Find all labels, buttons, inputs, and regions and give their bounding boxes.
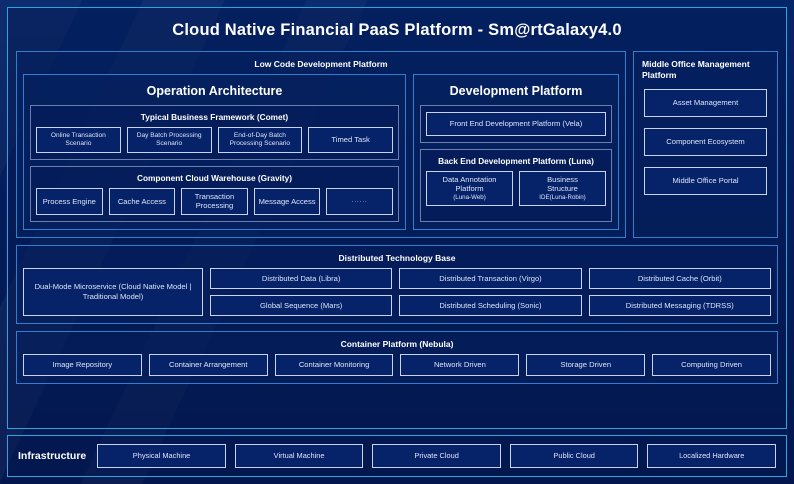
page-title: Cloud Native Financial PaaS Platform - S… bbox=[172, 21, 622, 39]
chip-computing-driven[interactable]: Computing Driven bbox=[652, 353, 771, 376]
operation-architecture: Operation Architecture Typical Business … bbox=[23, 74, 406, 230]
chip-middle-office-portal[interactable]: Middle Office Portal bbox=[644, 166, 767, 195]
business-structure-line2: Structure bbox=[547, 184, 578, 194]
chip-image-repository[interactable]: Image Repository bbox=[23, 353, 142, 376]
container-platform-items: Image Repository Container Arrangement C… bbox=[23, 353, 771, 376]
back-end-title: Back End Development Platform (Luna) bbox=[438, 156, 594, 166]
business-framework-title: Typical Business Framework (Comet) bbox=[140, 112, 289, 122]
chip-virtual-machine[interactable]: Virtual Machine bbox=[234, 444, 364, 468]
business-framework-items: Online Transaction Scenario Day Batch Pr… bbox=[36, 127, 393, 153]
distributed-base-column-1: Distributed Data (Libra) Global Sequence… bbox=[210, 267, 393, 316]
chip-container-arrangement[interactable]: Container Arrangement bbox=[148, 353, 268, 376]
chip-storage-driven[interactable]: Storage Driven bbox=[526, 353, 646, 376]
development-platform: Development Platform Front End Developme… bbox=[413, 74, 619, 230]
typical-business-framework: Typical Business Framework (Comet) Onlin… bbox=[30, 105, 399, 160]
chip-business-structure-ide[interactable]: Business Structure IDE(Luna-Robin) bbox=[519, 171, 606, 206]
chip-message-access[interactable]: Message Access bbox=[253, 188, 321, 215]
data-annotation-line2: Platform bbox=[455, 184, 484, 194]
chip-physical-machine[interactable]: Physical Machine bbox=[97, 444, 226, 468]
chip-distributed-data[interactable]: Distributed Data (Libra) bbox=[210, 267, 393, 289]
distributed-base-column-3: Distributed Cache (Orbit) Distributed Me… bbox=[588, 267, 771, 316]
distributed-technology-base: Distributed Technology Base Dual-Mode Mi… bbox=[16, 244, 778, 324]
chip-distributed-cache[interactable]: Distributed Cache (Orbit) bbox=[588, 267, 771, 289]
chip-data-annotation-platform[interactable]: Data Annotation Platform (Luna-Web) bbox=[426, 171, 513, 206]
chip-network-driven[interactable]: Network Driven bbox=[400, 353, 520, 376]
low-code-development-platform: Low Code Development Platform Operation … bbox=[16, 51, 626, 238]
component-warehouse-title: Component Cloud Warehouse (Gravity) bbox=[136, 173, 293, 183]
chip-day-batch-processing-scenario[interactable]: Day Batch Processing Scenario bbox=[126, 127, 212, 153]
component-cloud-warehouse: Component Cloud Warehouse (Gravity) Proc… bbox=[30, 166, 399, 222]
chip-cache-access[interactable]: Cache Access bbox=[108, 188, 176, 215]
middle-office-management-platform: Middle Office Management Platform Asset … bbox=[633, 51, 778, 238]
chip-transaction-processing[interactable]: Transaction Processing bbox=[181, 188, 248, 215]
chip-timed-task[interactable]: Timed Task bbox=[308, 127, 393, 153]
chip-online-transaction-scenario[interactable]: Online Transaction Scenario bbox=[36, 127, 121, 153]
back-end-items: Data Annotation Platform (Luna-Web) Busi… bbox=[426, 171, 606, 206]
back-end-development-platform: Back End Development Platform (Luna) Dat… bbox=[420, 149, 612, 222]
data-annotation-line1: Data Annotation bbox=[442, 175, 497, 184]
chip-distributed-transaction[interactable]: Distributed Transaction (Virgo) bbox=[399, 267, 582, 289]
container-platform-title: Container Platform (Nebula) bbox=[340, 338, 454, 349]
front-end-development-platform: Front End Development Platform (Vela) bbox=[420, 105, 612, 143]
chip-container-monitoring[interactable]: Container Monitoring bbox=[274, 353, 394, 376]
top-row: Low Code Development Platform Operation … bbox=[16, 51, 778, 238]
business-structure-line3: IDE(Luna-Robin) bbox=[539, 193, 586, 201]
middle-office-title: Middle Office Management Platform bbox=[642, 59, 750, 81]
container-platform: Container Platform (Nebula) Image Reposi… bbox=[16, 330, 778, 384]
business-structure-line1: Business bbox=[547, 175, 578, 184]
development-platform-title: Development Platform bbox=[449, 84, 583, 98]
chip-more-components[interactable]: ...... bbox=[326, 188, 393, 215]
distributed-base-title: Distributed Technology Base bbox=[338, 252, 456, 263]
data-annotation-line3: (Luna-Web) bbox=[453, 193, 486, 201]
chip-localized-hardware[interactable]: Localized Hardware bbox=[647, 444, 776, 468]
chip-distributed-scheduling[interactable]: Distributed Scheduling (Sonic) bbox=[399, 294, 582, 316]
low-code-title: Low Code Development Platform bbox=[254, 59, 388, 69]
chip-front-end-development-platform[interactable]: Front End Development Platform (Vela) bbox=[426, 112, 606, 136]
chip-private-cloud[interactable]: Private Cloud bbox=[372, 444, 501, 468]
distributed-base-column-2: Distributed Transaction (Virgo) Distribu… bbox=[399, 267, 582, 316]
platform-panel: Cloud Native Financial PaaS Platform - S… bbox=[7, 7, 787, 429]
infrastructure-row: Infrastructure Physical Machine Virtual … bbox=[8, 436, 786, 476]
chip-asset-management[interactable]: Asset Management bbox=[644, 88, 767, 117]
chip-global-sequence[interactable]: Global Sequence (Mars) bbox=[210, 294, 393, 316]
chip-public-cloud[interactable]: Public Cloud bbox=[509, 444, 639, 468]
platform-body: Low Code Development Platform Operation … bbox=[8, 51, 786, 392]
component-warehouse-items: Process Engine Cache Access Transaction … bbox=[36, 188, 393, 215]
middle-office-items: Asset Management Component Ecosystem Mid… bbox=[640, 87, 771, 195]
chip-component-ecosystem[interactable]: Component Ecosystem bbox=[644, 127, 767, 156]
infrastructure-label: Infrastructure bbox=[18, 450, 87, 462]
chip-dual-mode-microservice[interactable]: Dual-Mode Microservice (Cloud Native Mod… bbox=[23, 267, 203, 316]
chip-distributed-messaging[interactable]: Distributed Messaging (TDRSS) bbox=[588, 294, 771, 316]
distributed-base-featured-wrap: Dual-Mode Microservice (Cloud Native Mod… bbox=[23, 267, 203, 316]
operation-architecture-title: Operation Architecture bbox=[146, 84, 283, 98]
chip-end-of-day-batch-processing-scenario[interactable]: End-of-Day Batch Processing Scenario bbox=[217, 127, 303, 153]
chip-process-engine[interactable]: Process Engine bbox=[36, 188, 103, 215]
infrastructure-panel: Infrastructure Physical Machine Virtual … bbox=[7, 435, 787, 477]
distributed-base-grid: Dual-Mode Microservice (Cloud Native Mod… bbox=[23, 267, 771, 316]
